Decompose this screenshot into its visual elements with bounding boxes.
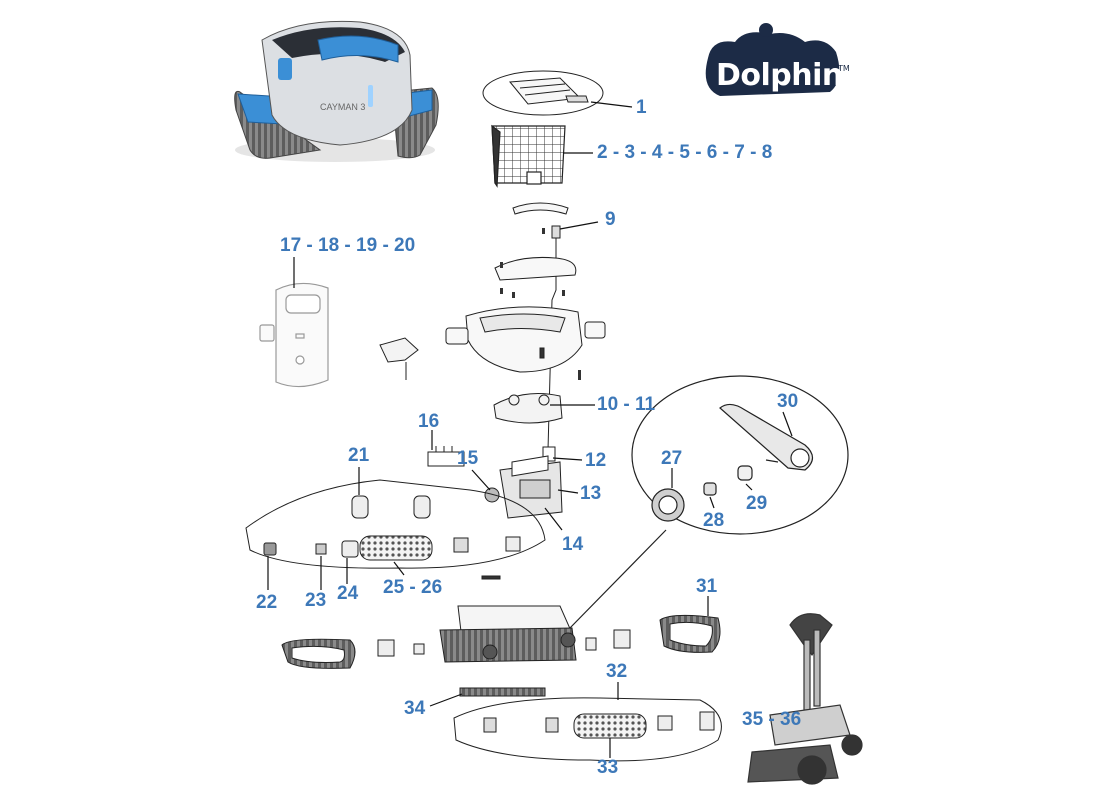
detail-zoom-circle	[567, 375, 849, 631]
callout-32: 32	[606, 661, 628, 682]
callout-14: 14	[562, 534, 584, 555]
brush-roller-group-right	[453, 697, 722, 762]
dolphin-logo-text: Dolphin	[716, 58, 843, 93]
brush-strip-part	[459, 687, 546, 697]
callout-1: 1	[636, 97, 647, 118]
robot-product-photo: CAYMAN 3	[234, 20, 439, 162]
callout-30: 30	[777, 391, 799, 412]
caddy-cart-photo	[747, 613, 863, 785]
motor-unit-part	[484, 446, 563, 519]
callout-15: 15	[457, 448, 479, 469]
callout-13: 13	[580, 483, 602, 504]
callout-9: 9	[605, 209, 616, 230]
callout-22: 22	[256, 592, 278, 613]
callout-2-8: 2 - 3 - 4 - 5 - 6 - 7 - 8	[597, 142, 773, 163]
filter-cover-part	[482, 70, 604, 116]
callout-33: 33	[597, 757, 619, 778]
callout-27: 27	[661, 448, 683, 469]
body-shell-parts	[445, 257, 606, 373]
callout-24: 24	[337, 583, 359, 604]
chassis-part	[439, 605, 577, 663]
callout-35-36: 35 - 36	[742, 709, 802, 730]
leader-lines	[267, 101, 793, 758]
callout-23: 23	[305, 590, 327, 611]
screws	[500, 228, 581, 380]
callout-17-20: 17 - 18 - 19 - 20	[280, 235, 416, 256]
trademark-mark: TM	[838, 64, 850, 73]
track-belt-parts	[281, 614, 721, 669]
dolphin-logo	[705, 23, 840, 96]
pcb-part	[427, 446, 465, 467]
impeller-part	[493, 392, 563, 424]
callout-16: 16	[418, 411, 440, 432]
callout-31: 31	[696, 576, 718, 597]
bracket-part	[379, 337, 419, 380]
callout-21: 21	[348, 445, 370, 466]
callout-34: 34	[404, 698, 426, 719]
callout-25-26: 25 - 26	[383, 577, 443, 598]
callout-29: 29	[746, 493, 768, 514]
callout-10-11: 10 - 11	[597, 394, 656, 415]
callout-28: 28	[703, 510, 725, 531]
brush-roller-group-left	[245, 479, 546, 580]
robot-model-text: CAYMAN 3	[320, 102, 365, 112]
power-supply-part	[259, 282, 329, 388]
filter-basket-part	[491, 124, 566, 188]
callout-12: 12	[585, 450, 607, 471]
